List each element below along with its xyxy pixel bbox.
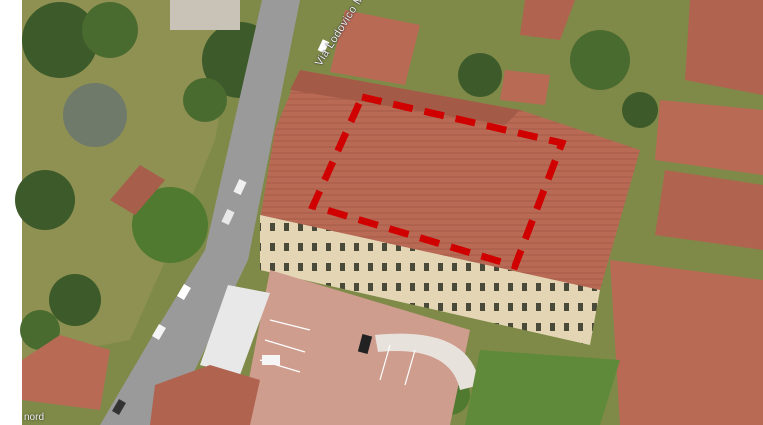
bottom-left-house bbox=[22, 335, 110, 410]
main-building-facade bbox=[260, 215, 600, 345]
street bbox=[100, 0, 300, 425]
right-buildings bbox=[500, 0, 763, 425]
street-label-corner: nord bbox=[24, 412, 45, 423]
ramp bbox=[375, 333, 480, 390]
courtyard-car-white bbox=[262, 355, 280, 365]
park-trees bbox=[15, 2, 278, 350]
shelter-roof bbox=[200, 285, 270, 375]
bottom-house bbox=[150, 365, 260, 425]
north-wing-roof bbox=[330, 10, 420, 85]
roof-ridge bbox=[290, 70, 520, 125]
main-building-roof bbox=[260, 70, 640, 290]
courtyard bbox=[240, 270, 470, 425]
bottom-lawn bbox=[465, 350, 620, 425]
courtyard-car-dark bbox=[357, 334, 373, 354]
top-building bbox=[170, 0, 240, 30]
small-house-roof bbox=[110, 165, 165, 215]
highlight-outline bbox=[308, 92, 567, 271]
left-margin bbox=[0, 0, 22, 425]
parked-cars bbox=[112, 39, 330, 416]
